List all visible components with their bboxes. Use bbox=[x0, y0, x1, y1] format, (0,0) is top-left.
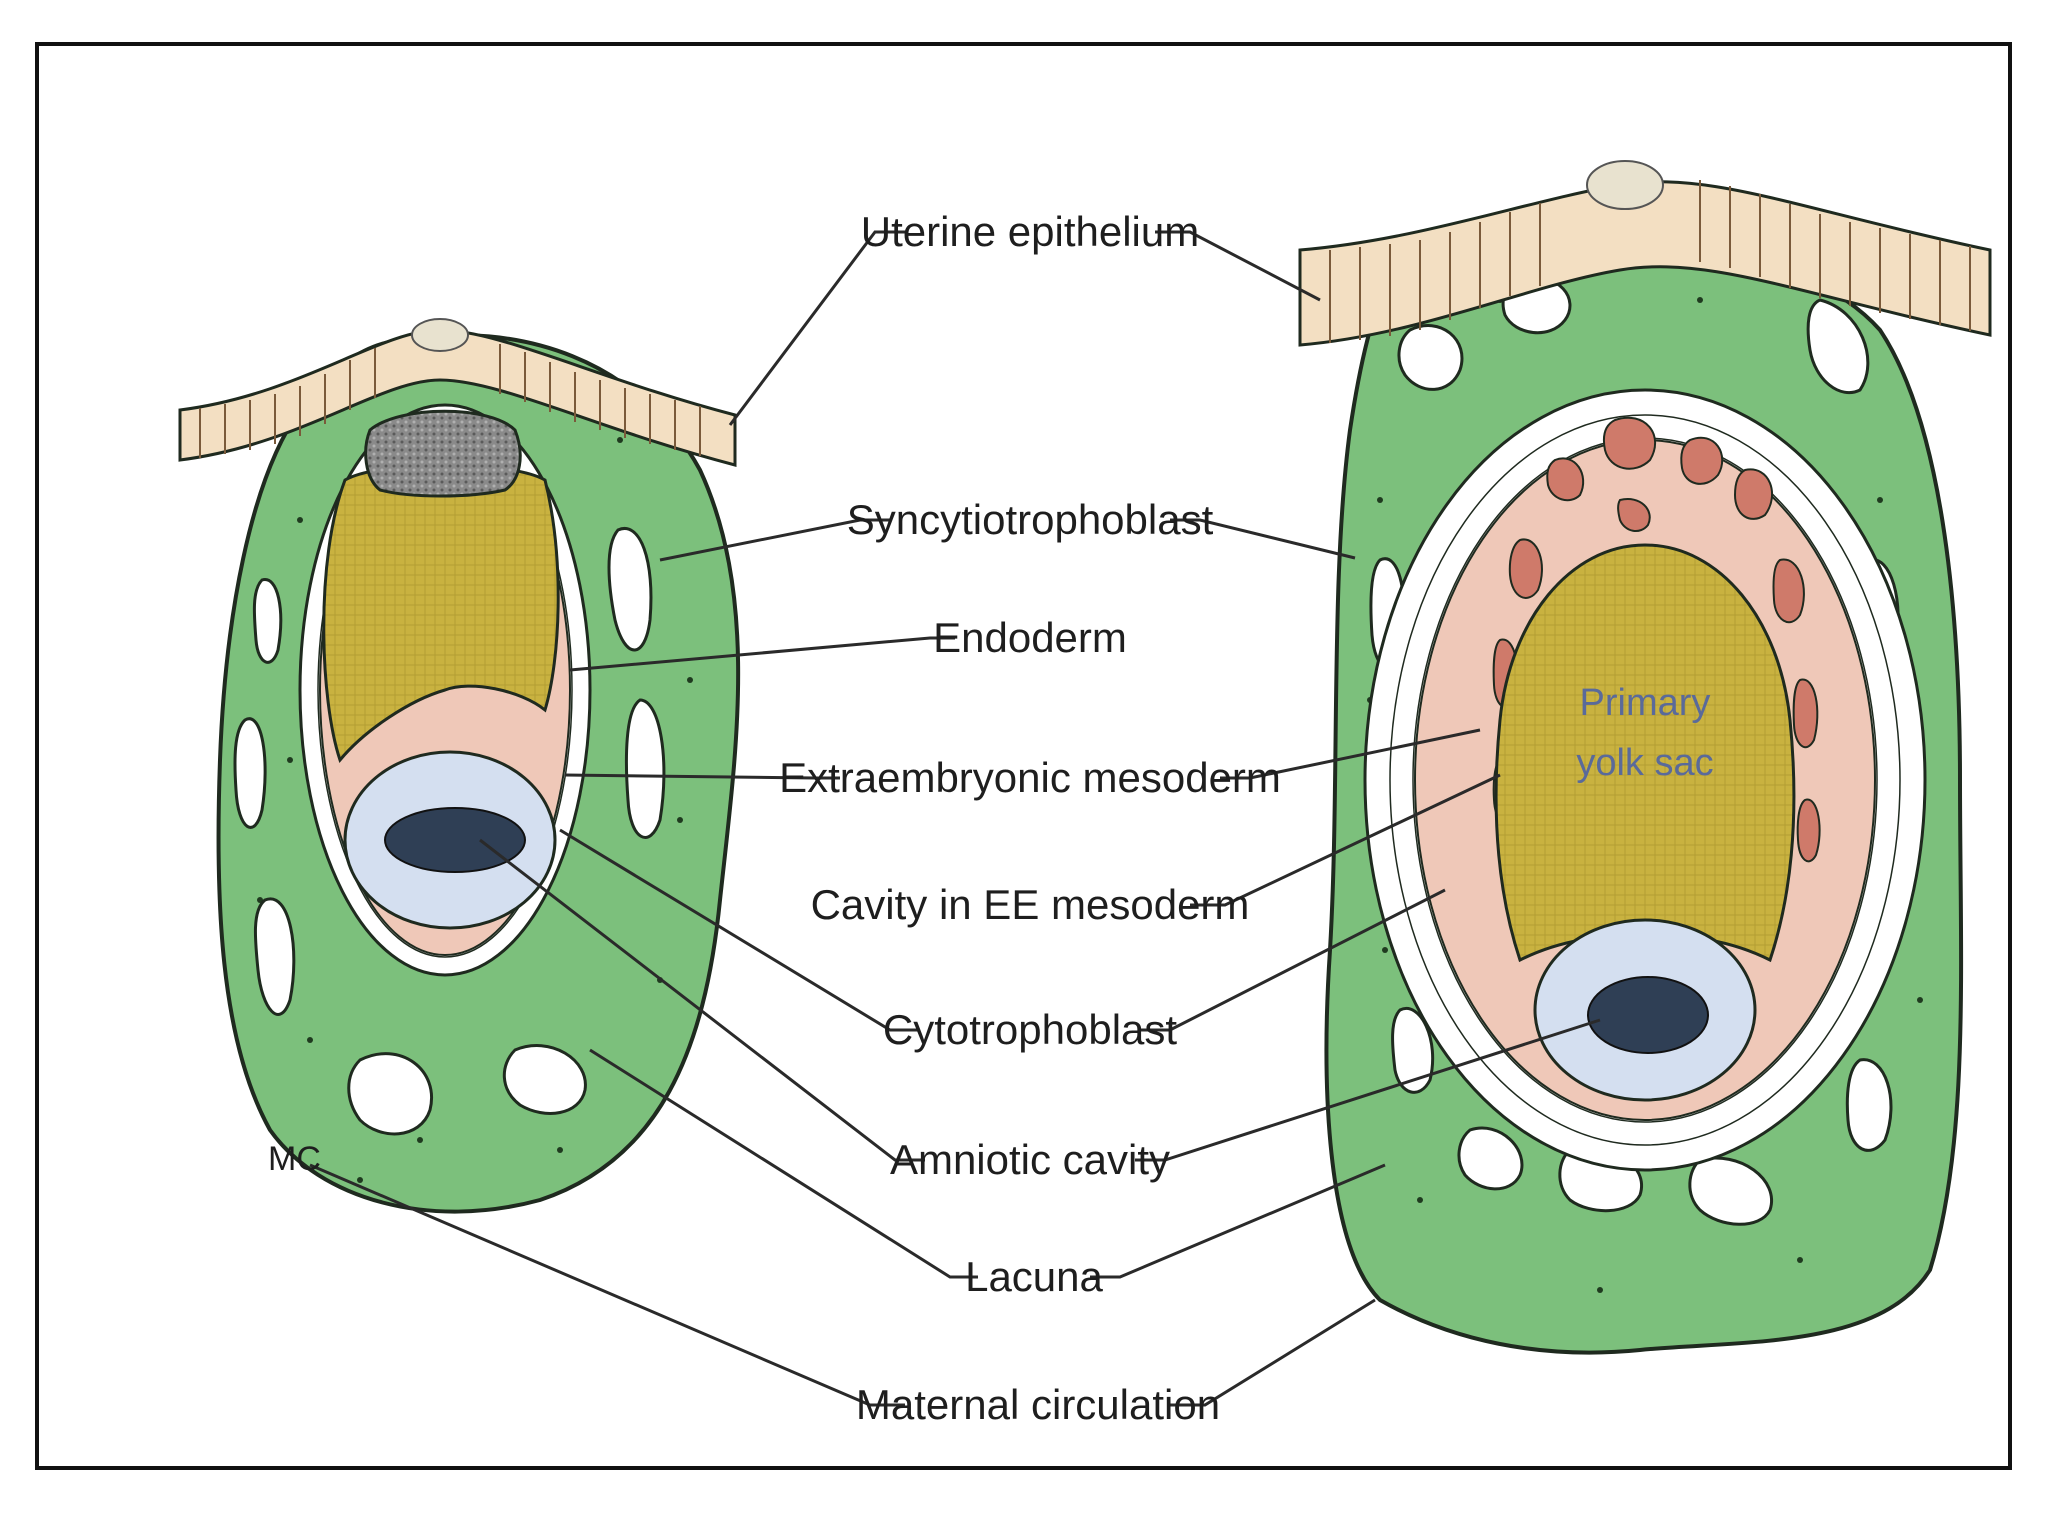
right-mesoderm-cavities bbox=[1492, 416, 1821, 863]
leader-ee-mesoderm-right bbox=[1220, 728, 1481, 780]
frame-border bbox=[35, 42, 2012, 1470]
right-amniotic-cavity bbox=[1587, 976, 1709, 1054]
leader-cavity-ee-right bbox=[1190, 773, 1501, 907]
leader-uterine-left bbox=[728, 230, 905, 426]
primary-yolk-sac-label-2: yolk sac bbox=[1576, 742, 1713, 784]
leader-cyto-right bbox=[1140, 888, 1446, 1032]
label-amniotic-cavity: Amniotic cavity bbox=[890, 1136, 1170, 1183]
primary-yolk-sac-label-1: Primary bbox=[1580, 682, 1711, 724]
leader-cyto-left bbox=[559, 828, 920, 1032]
leader-maternal-left bbox=[309, 1163, 905, 1407]
right-uterine-epithelium bbox=[1298, 180, 1992, 347]
label-extraembryonic-mesoderm: Extraembryonic mesoderm bbox=[779, 754, 1281, 801]
left-embryonic-pole bbox=[364, 409, 522, 498]
leader-syncytio-left bbox=[659, 518, 890, 562]
leader-maternal-right bbox=[1170, 1298, 1376, 1407]
left-epithelium-cell-walls bbox=[199, 344, 701, 458]
label-maternal-circulation: Maternal circulation bbox=[856, 1381, 1220, 1428]
label-uterine-epithelium: Uterine epithelium bbox=[861, 208, 1200, 255]
leader-amniotic-left bbox=[479, 838, 925, 1162]
leader-lines bbox=[309, 230, 1601, 1407]
label-cytotrophoblast: Cytotrophoblast bbox=[883, 1006, 1177, 1053]
left-amniotic-cavity bbox=[384, 807, 526, 873]
label-lacuna: Lacuna bbox=[965, 1253, 1103, 1300]
leader-endoderm-left bbox=[569, 636, 955, 672]
right-embryo: Primary yolk sac bbox=[1298, 160, 1992, 1355]
leader-syncytio-right bbox=[1170, 518, 1356, 560]
leader-amniotic-right bbox=[1135, 1018, 1601, 1162]
right-epithelium-cell-walls bbox=[1329, 180, 1971, 343]
leader-ee-mesoderm-left bbox=[564, 773, 840, 780]
label-syncytiotrophoblast: Syncytiotrophoblast bbox=[847, 496, 1214, 543]
leader-lacuna-left bbox=[589, 1048, 978, 1279]
leader-lacuna-right bbox=[1090, 1163, 1386, 1279]
leader-uterine-right bbox=[1155, 230, 1321, 302]
label-cavity-in-ee-mesoderm: Cavity in EE mesoderm bbox=[811, 881, 1250, 928]
label-mc: MC bbox=[268, 1140, 321, 1178]
labels: Uterine epithelium Syncytiotrophoblast E… bbox=[268, 208, 1281, 1428]
left-yolk-sac bbox=[322, 463, 560, 764]
left-embryo bbox=[178, 318, 741, 1214]
left-epithelium-plug bbox=[411, 318, 469, 352]
right-epithelium-plug bbox=[1586, 160, 1664, 210]
left-lacunae bbox=[233, 527, 666, 1136]
label-endoderm: Endoderm bbox=[933, 614, 1127, 661]
